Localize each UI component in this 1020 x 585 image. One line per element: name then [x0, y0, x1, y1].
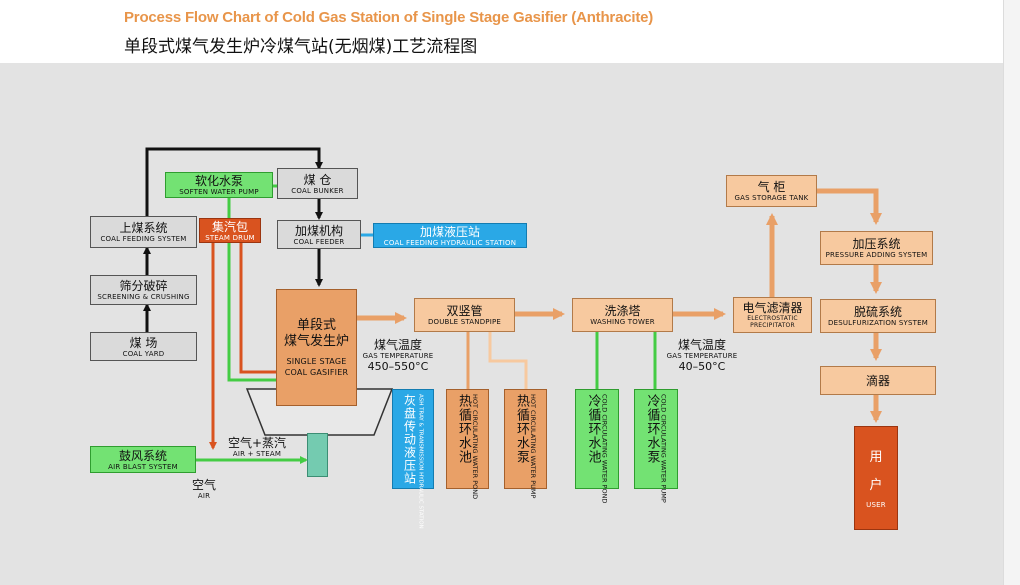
dripper-box[interactable]: 滴器 [820, 366, 936, 395]
desulfurization-en: DESULFURIZATION SYSTEM [827, 319, 928, 327]
coal-feeder-box[interactable]: 加煤机构 COAL FEEDER [277, 220, 361, 249]
soften-water-pump-box[interactable]: 软化水泵 SOFTEN WATER PUMP [165, 172, 273, 198]
air-blast-cn: 鼓风系统 [118, 448, 167, 463]
electrostatic-en-2: PRECIPITATOR [750, 322, 795, 329]
coal-flow-lines [143, 147, 323, 332]
steam-drum-box[interactable]: 集汽包 STEAM DRUM [199, 218, 261, 243]
gas-temp1-value: 450–550°C [367, 360, 429, 373]
hot-circulating-water-pump-box[interactable]: 热循环水泵 HOT CIRCULATING WATER PUMP [504, 389, 547, 498]
air-cn: 空气 [191, 478, 216, 492]
ash-tray-hydraulic-station-box[interactable]: 灰盘传动液压站 ASH TRAY & TRANSMISSION HYDRAULI… [392, 389, 434, 529]
gas-storage-en: GAS STORAGE TANK [734, 194, 809, 202]
coal-feeding-system-cn: 上煤系统 [119, 221, 168, 235]
coal-bunker-en: COAL BUNKER [291, 186, 344, 195]
circulation-lines [466, 332, 657, 389]
gas-temp1-en: GAS TEMPERATURE [362, 352, 434, 360]
coal-bunker-cn: 煤 仓 [303, 172, 332, 187]
gasifier-en-2: COAL GASIFIER [284, 367, 349, 377]
coal-feeding-system-box[interactable]: 上煤系统 COAL FEEDING SYSTEM [90, 216, 197, 248]
double-standpipe-en: DOUBLE STANDPIPE [427, 318, 502, 326]
steam-drum-en: STEAM DRUM [205, 233, 255, 242]
desulfurization-cn: 脱硫系统 [853, 305, 902, 319]
user-cn-2: 户 [869, 478, 883, 493]
air-steam-en: AIR + STEAM [232, 450, 282, 458]
gas-temperature-label-1: 煤气温度 GAS TEMPERATURE 450–550°C [360, 338, 436, 374]
gas-temp2-value: 40–50°C [678, 360, 726, 373]
coal-feeder-cn: 加煤机构 [294, 223, 343, 238]
dripper-cn: 滴器 [865, 373, 890, 388]
gasifier-cn-2: 煤气发生炉 [283, 333, 349, 349]
double-standpipe-cn: 双竖管 [446, 304, 483, 318]
cold-pond-cn: 冷循环水池 [585, 394, 601, 464]
soften-water-pump-cn: 软化水泵 [194, 174, 243, 188]
gas-temp2-cn: 煤气温度 [677, 338, 726, 352]
gasifier-cn-1: 单段式 [296, 317, 336, 333]
hot-pump-cn: 热循环水泵 [514, 394, 529, 464]
double-standpipe-box[interactable]: 双竖管 DOUBLE STANDPIPE [414, 298, 515, 332]
washing-tower-en: WASHING TOWER [590, 318, 655, 326]
soft-water-lines [196, 184, 308, 464]
gas-flow-lines [357, 188, 882, 423]
pressure-adding-cn: 加压系统 [852, 237, 901, 251]
washing-tower-box[interactable]: 洗涤塔 WASHING TOWER [572, 298, 673, 332]
hydraulic-station-en: COAL FEEDING HYDRAULIC STATION [383, 238, 517, 247]
hot-pump-en: HOT CIRCULATING WATER PUMP [529, 394, 537, 499]
coal-gasifier-box[interactable]: 单段式 煤气发生炉 SINGLE STAGE COAL GASIFIER [276, 289, 357, 406]
steam-drum-cn: 集汽包 [211, 219, 248, 234]
title-english: Process Flow Chart of Cold Gas Station o… [124, 9, 654, 26]
ash-discharge-box [307, 433, 328, 477]
air-steam-cn: 空气+蒸汽 [227, 436, 287, 450]
user-en: USER [866, 501, 886, 509]
soften-water-pump-en: SOFTEN WATER PUMP [179, 188, 259, 196]
gasifier-en-1: SINGLE STAGE [286, 356, 347, 366]
cold-pump-cn: 冷循环水泵 [644, 394, 660, 464]
air-label: 空气 AIR [186, 478, 222, 500]
hydraulic-station-cn: 加煤液压站 [419, 224, 480, 239]
electrostatic-cn: 电气滤清器 [742, 301, 803, 315]
gas-storage-cn: 气 柜 [757, 180, 786, 194]
coal-feeding-hydraulic-station-box[interactable]: 加煤液压站 COAL FEEDING HYDRAULIC STATION [373, 223, 527, 248]
desulfurization-system-box[interactable]: 脱硫系统 DESULFURIZATION SYSTEM [820, 299, 936, 333]
hot-pond-en: HOT CIRCULATING WATER POND [471, 394, 479, 500]
screening-crushing-box[interactable]: 筛分破碎 SCREENING & CRUSHING [90, 275, 197, 305]
washing-tower-cn: 洗涤塔 [604, 304, 641, 318]
gas-storage-tank-box[interactable]: 气 柜 GAS STORAGE TANK [726, 175, 817, 207]
screening-crushing-en: SCREENING & CRUSHING [97, 293, 190, 301]
gas-temp2-en: GAS TEMPERATURE [666, 352, 738, 360]
user-box[interactable]: 用 户 USER [854, 426, 898, 530]
cold-circulating-water-pond-box[interactable]: 冷循环水池 COLD CIRCULATING WATER POND [575, 389, 619, 503]
coal-feeder-en: COAL FEEDER [293, 237, 345, 246]
air-blast-en: AIR BLAST SYSTEM [108, 462, 178, 471]
electrostatic-en-1: ELECTROSTATIC [747, 315, 798, 322]
pressure-adding-en: PRESSURE ADDING SYSTEM [825, 251, 928, 259]
air-steam-label: 空气+蒸汽 AIR + STEAM [222, 436, 292, 458]
screening-crushing-cn: 筛分破碎 [119, 279, 168, 293]
steam-lines [209, 243, 276, 450]
gas-temperature-label-2: 煤气温度 GAS TEMPERATURE 40–50°C [662, 338, 742, 374]
gas-temp1-cn: 煤气温度 [373, 338, 422, 352]
user-cn-1: 用 [869, 450, 883, 465]
coal-yard-en: COAL YARD [122, 349, 165, 358]
electrostatic-precipitator-box[interactable]: 电气滤清器 ELECTROSTATIC PRECIPITATOR [733, 297, 812, 333]
ash-tray-cn: 灰盘传动液压站 [402, 394, 417, 485]
hot-circulating-water-pond-box[interactable]: 热循环水池 HOT CIRCULATING WATER POND [446, 389, 489, 499]
cold-pond-en: COLD CIRCULATING WATER POND [600, 394, 609, 504]
hot-pond-cn: 热循环水池 [456, 394, 471, 464]
cold-circulating-water-pump-box[interactable]: 冷循环水泵 COLD CIRCULATING WATER PUMP [634, 389, 678, 503]
coal-bunker-box[interactable]: 煤 仓 COAL BUNKER [277, 168, 358, 199]
air-en: AIR [197, 492, 211, 500]
pressure-adding-system-box[interactable]: 加压系统 PRESSURE ADDING SYSTEM [820, 231, 933, 265]
air-blast-system-box[interactable]: 鼓风系统 AIR BLAST SYSTEM [90, 446, 196, 473]
title-chinese: 单段式煤气发生炉冷煤气站(无烟煤)工艺流程图 [124, 37, 478, 57]
coal-yard-box[interactable]: 煤 场 COAL YARD [90, 332, 197, 361]
coal-feeding-system-en: COAL FEEDING SYSTEM [100, 235, 187, 243]
ash-tray-en: ASH TRAY & TRANSMISSION HYDRAULIC STATIO… [417, 394, 424, 529]
right-scroll-strip [1003, 0, 1020, 585]
coal-yard-cn: 煤 场 [129, 335, 158, 350]
cold-pump-en: COLD CIRCULATING WATER PUMP [659, 394, 668, 503]
